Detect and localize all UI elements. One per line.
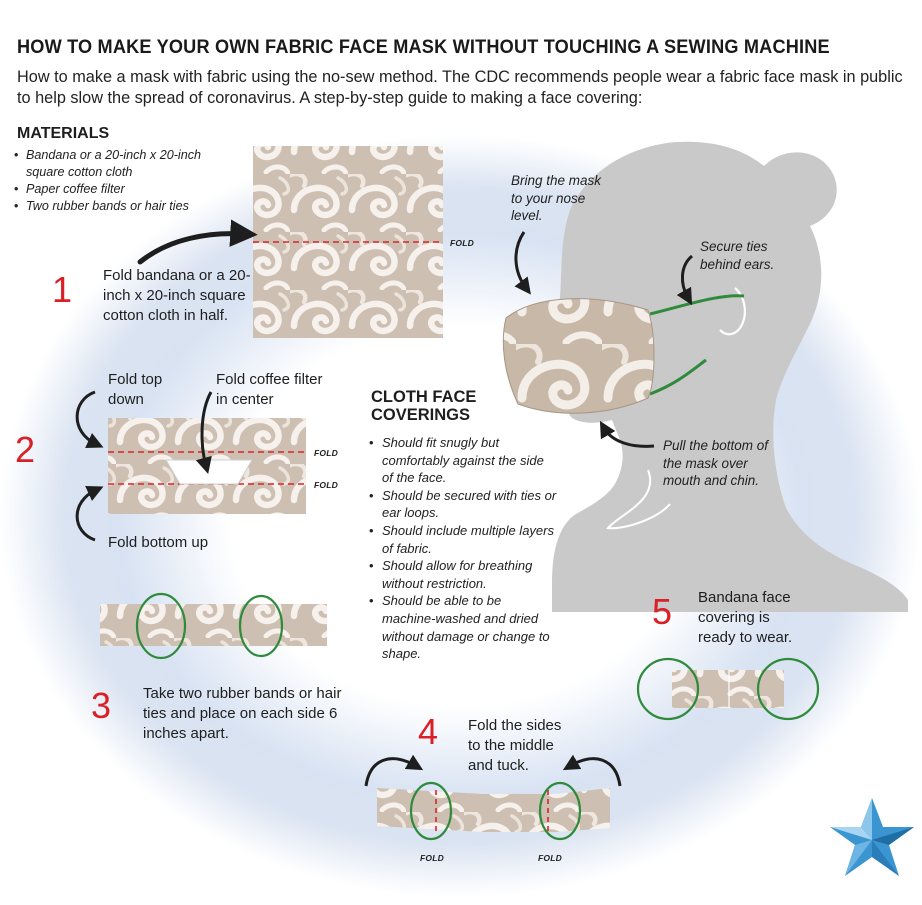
cloth-covering-item: Should be able to be machine-washed and … [367,592,557,662]
finished-mask [636,657,820,721]
step-3-text: Take two rubber bands or hair ties and p… [143,685,342,742]
bandana-square [253,146,443,338]
fold-label: FOLD [314,480,338,490]
fold-label: FOLD [538,853,562,863]
materials-list: Bandana or a 20-inch x 20-inch square co… [12,147,252,215]
curved-arrow-icon [562,754,622,787]
materials-heading: MATERIALS [17,125,110,142]
head-silhouette [540,141,908,612]
cloth-covering-item: Should be secured with ties or ear loops… [367,487,557,522]
fold-label: FOLD [420,853,444,863]
cloth-coverings-list: Should fit snugly but comfortably agains… [367,434,557,663]
star-logo-icon [830,798,914,876]
curved-arrow-icon [514,231,531,295]
material-item: Bandana or a 20-inch x 20-inch square co… [12,147,226,181]
step-number-4: 4 [418,711,439,752]
material-item: Paper coffee filter [12,181,252,198]
curved-arrow-icon [75,390,104,449]
worn-mask [502,298,655,414]
lower-tie [649,358,707,396]
step-number-3: 3 [91,685,112,726]
neck-line [606,469,671,530]
upper-tie [649,294,745,316]
page-subtitle: How to make a mask with fabric using the… [17,68,903,107]
cloth-covering-item: Should allow for breathing without restr… [367,557,557,592]
step-2-fold-bottom: Fold bottom up [108,534,209,551]
cloth-covering-item: Should include multiple layers of fabric… [367,522,557,557]
note-nose-level: Bring the mask to your nose level. [511,173,602,223]
curved-arrow-icon [195,391,213,474]
step-2-fold-top: Fold top down [108,371,163,408]
strip-folding [377,781,610,841]
curved-arrow-icon [75,485,104,542]
step-2-fold-filter: Fold coffee filter in center [216,371,323,408]
fold-label: FOLD [450,238,474,248]
note-pull-bottom: Pull the bottom of the mask over mouth a… [663,438,769,488]
ear-outline [719,287,746,336]
fold-label: FOLD [314,448,338,458]
curved-arrow-icon [364,754,424,787]
curved-arrow-icon [676,254,694,306]
strip-with-bands [100,592,327,660]
step-5-text: Bandana face covering is ready to wear. [698,589,793,646]
note-secure-ties: Secure ties behind ears. [700,239,775,272]
cloth-coverings-heading: CLOTH FACE COVERINGS [371,388,477,424]
curved-arrow-icon [599,420,655,448]
step-1-text: Fold bandana or a 20-inch x 20-inch squa… [103,267,251,324]
step-number-5: 5 [652,591,673,632]
material-item: Two rubber bands or hair ties [12,198,252,215]
step-number-1: 1 [52,269,73,310]
coffee-filter-shape [165,459,253,485]
folded-cloth [108,418,306,514]
cloth-covering-item: Should fit snugly but comfortably agains… [367,434,557,487]
step-4-text: Fold the sides to the middle and tuck. [468,717,562,774]
step-number-2: 2 [15,429,36,470]
curved-arrow-icon [137,219,258,265]
page-title: HOW TO MAKE YOUR OWN FABRIC FACE MASK WI… [17,36,830,58]
